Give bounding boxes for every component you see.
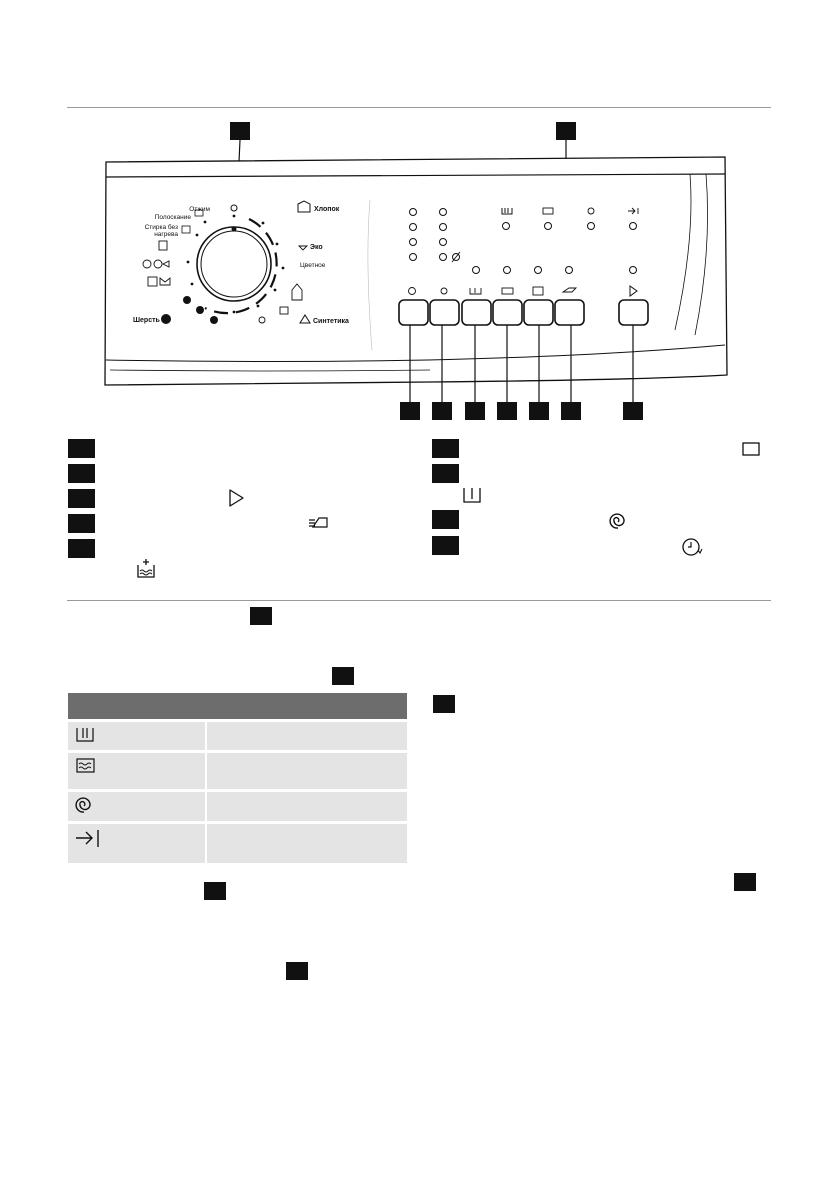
callout-marker — [250, 607, 272, 625]
easy-iron-icon — [309, 517, 328, 528]
top-rule — [67, 107, 771, 108]
legend-marker — [68, 464, 95, 483]
legend-marker — [68, 539, 95, 558]
prewash-button — [523, 299, 554, 326]
label-eco: Эко — [310, 244, 323, 251]
legend-marker — [432, 536, 459, 555]
extra-rinse-icon — [742, 442, 760, 456]
delay-start-button — [398, 299, 429, 326]
rinse-hold-button — [461, 299, 492, 326]
callout-marker — [433, 695, 455, 713]
spin-button — [429, 299, 460, 326]
label-colored: Цветное — [300, 262, 326, 269]
table-header-row — [68, 693, 407, 721]
callout-dial — [230, 122, 250, 140]
table-row — [68, 821, 407, 863]
extra-rinse-button — [492, 299, 523, 326]
rinse-hold-indicator — [501, 208, 513, 215]
label-cotton: Хлопок — [314, 206, 340, 213]
label-spin: Отжим — [189, 206, 210, 213]
legend-marker — [432, 510, 459, 529]
label-rinse: Полоскание — [155, 214, 192, 221]
control-panel-diagram: Отжим Полоскание Стирка без нагрева Хлоп… — [0, 0, 840, 440]
delay-start-icon — [682, 538, 703, 556]
legend-marker — [68, 439, 95, 458]
table-row — [68, 719, 407, 752]
legend-marker — [432, 439, 459, 458]
callout-marker — [204, 882, 226, 900]
label-synthetics: Синтетика — [313, 318, 349, 325]
callout-marker — [286, 962, 308, 980]
label-wool: Шерсть — [133, 317, 161, 324]
panel-drawing: Отжим Полоскание Стирка без нагрева Хлоп… — [104, 122, 728, 420]
legend-marker — [432, 464, 459, 483]
start-pause-button — [618, 299, 649, 326]
label-noheat-1: Стирка без — [145, 223, 178, 231]
table-row — [68, 789, 407, 823]
label-noheat-2: нагрева — [154, 231, 178, 238]
table-row — [68, 750, 407, 791]
legend-marker — [68, 514, 95, 533]
arrow-end-icon — [76, 830, 99, 847]
legend-marker — [68, 489, 95, 508]
callout-marker — [734, 873, 756, 891]
spin-icon — [609, 513, 625, 529]
rinse-hold-icon — [76, 728, 94, 742]
play-icon — [229, 489, 244, 507]
callout-marker — [332, 667, 354, 685]
options-table — [68, 693, 407, 863]
callout-indicators — [556, 122, 576, 140]
easy-iron-button — [554, 299, 585, 326]
rinse-hold-icon — [463, 488, 481, 503]
spin-icon — [75, 797, 91, 813]
night-icon — [76, 758, 95, 773]
section-rule — [67, 600, 771, 601]
prewash-icon — [137, 559, 155, 578]
